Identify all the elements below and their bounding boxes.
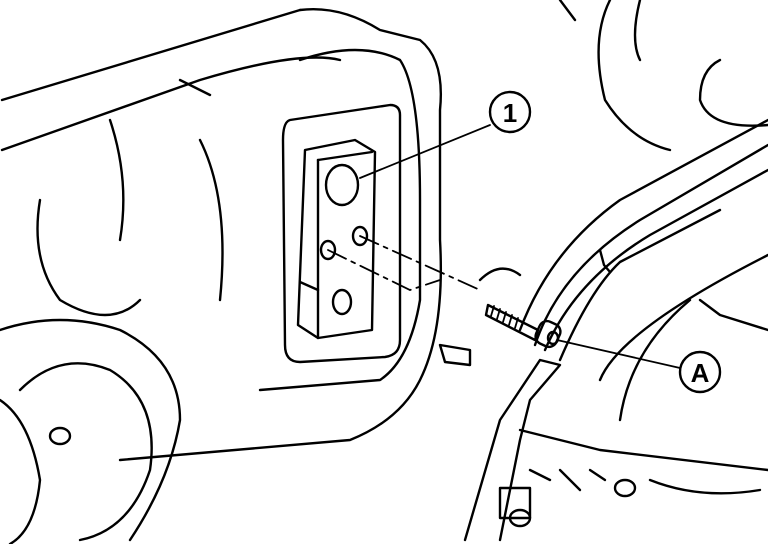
valve-opening <box>281 103 402 364</box>
expansion-valve-block <box>296 138 377 340</box>
callout-A-label: A <box>691 358 710 388</box>
bracket <box>438 267 768 542</box>
callout-A: A <box>556 339 722 394</box>
callout-1-label: 1 <box>503 98 517 128</box>
callout-1: 1 <box>359 90 532 179</box>
evaporator-case <box>518 0 768 422</box>
housing-outline <box>0 8 443 544</box>
bolt <box>484 303 562 349</box>
alignment-lines <box>327 235 481 291</box>
